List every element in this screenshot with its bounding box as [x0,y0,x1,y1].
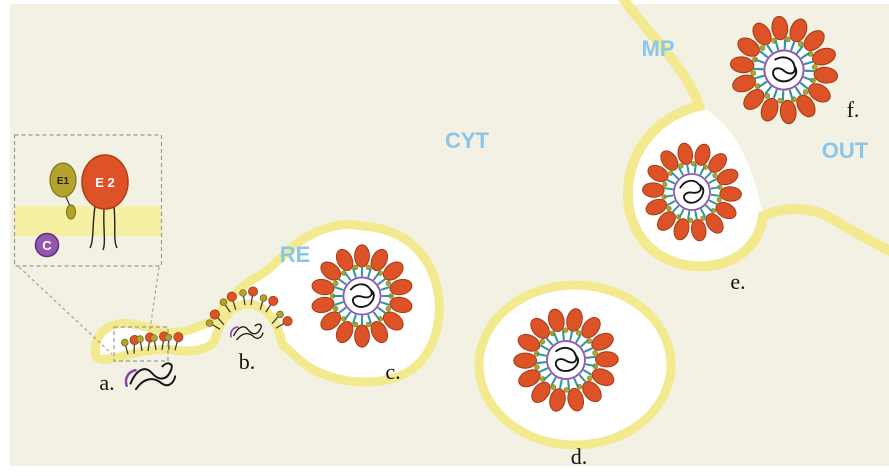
transport-vesicle [474,280,676,450]
capsid-protein [34,232,60,258]
er-compartment [90,220,444,392]
plasma-membrane-label: MP [642,36,675,61]
stage-label-a: a. [99,370,114,395]
cytoplasm-label: CYT [445,128,490,153]
stage-label-f: f. [847,97,860,122]
inset-membrane-band [15,206,161,236]
capsid-label: C [42,238,52,253]
plasma-membrane-region [618,0,889,272]
stage-label-b: b. [239,349,256,374]
e1-label: E1 [57,176,70,187]
stage-label-d: d. [571,444,588,469]
stage-label-e: e. [730,269,745,294]
stage-a-highlight-box [113,326,169,362]
inset-protein-legend: E1 E 2 C [13,134,169,362]
outside-label: OUT [822,138,869,163]
stage-label-c: c. [385,359,400,384]
inset-box [13,134,163,267]
e2-protein [81,154,129,210]
inset-connector-line-right [149,266,160,331]
e2-label: E 2 [95,175,115,190]
e1-protein [49,162,77,198]
plasma-membrane [618,0,889,272]
e1-transmembrane-anchor [65,204,77,220]
er-label: RE [280,242,311,267]
